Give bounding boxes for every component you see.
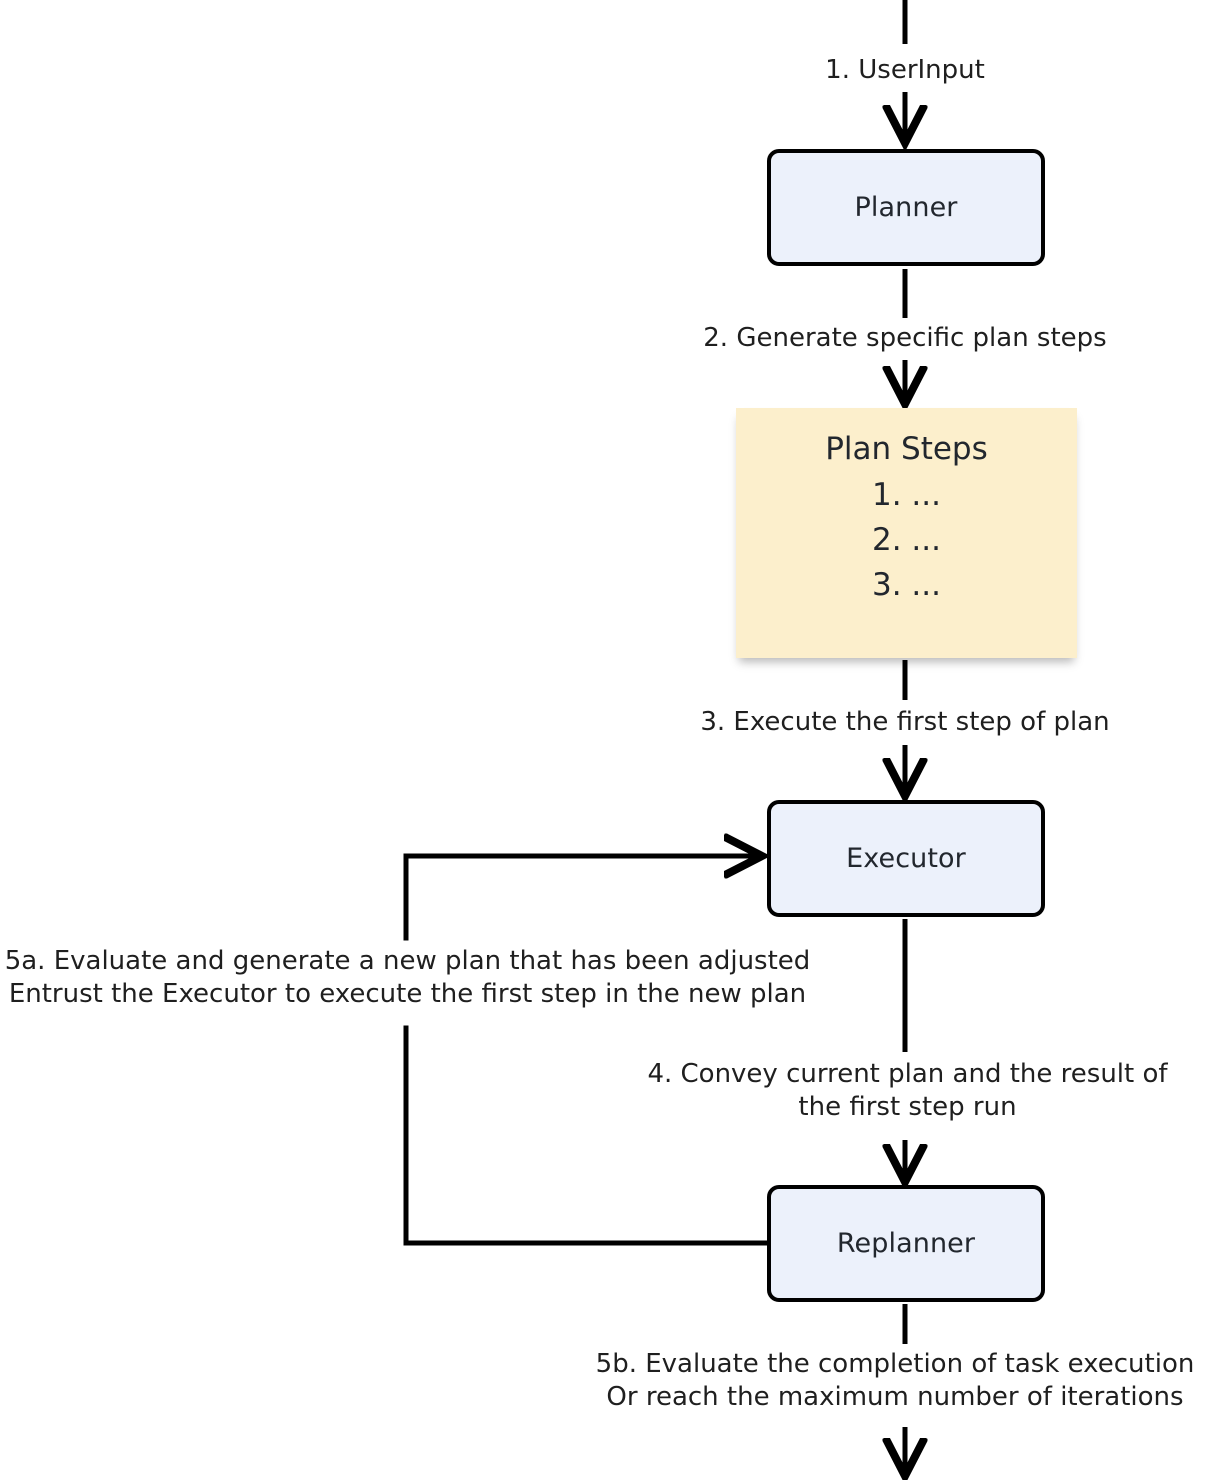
edge-label-4-convey-plan-result: 4. Convey current plan and the result of… xyxy=(647,1059,1168,1123)
node-planner-label: Planner xyxy=(854,192,958,223)
node-plan-steps[interactable]: Plan Steps 1. ... 2. ... 3. ... xyxy=(736,408,1077,658)
edge-label-5a-evaluate-new-plan: 5a. Evaluate and generate a new plan tha… xyxy=(4,946,811,1010)
node-replanner[interactable]: Replanner xyxy=(767,1185,1045,1302)
plan-step-item: 3. ... xyxy=(872,566,941,603)
plan-steps-title: Plan Steps xyxy=(825,431,988,467)
plan-step-item: 2. ... xyxy=(872,521,941,558)
node-executor-label: Executor xyxy=(846,843,966,874)
edge-replanner-to-executor-feedback-lower xyxy=(403,1025,770,1246)
edge-label-2-generate-plan-steps: 2. Generate specific plan steps xyxy=(703,323,1107,353)
node-replanner-label: Replanner xyxy=(836,1228,976,1259)
node-executor[interactable]: Executor xyxy=(767,800,1045,917)
node-planner[interactable]: Planner xyxy=(767,149,1045,266)
plan-step-item: 1. ... xyxy=(872,476,941,513)
edge-replanner-to-executor-feedback-upper xyxy=(403,856,760,941)
edge-label-3-execute-first-step: 3. Execute the first step of plan xyxy=(700,707,1110,737)
edge-label-1-userinput: 1. UserInput xyxy=(825,55,985,85)
edge-label-5b-evaluate-completion: 5b. Evaluate the completion of task exec… xyxy=(595,1349,1195,1413)
